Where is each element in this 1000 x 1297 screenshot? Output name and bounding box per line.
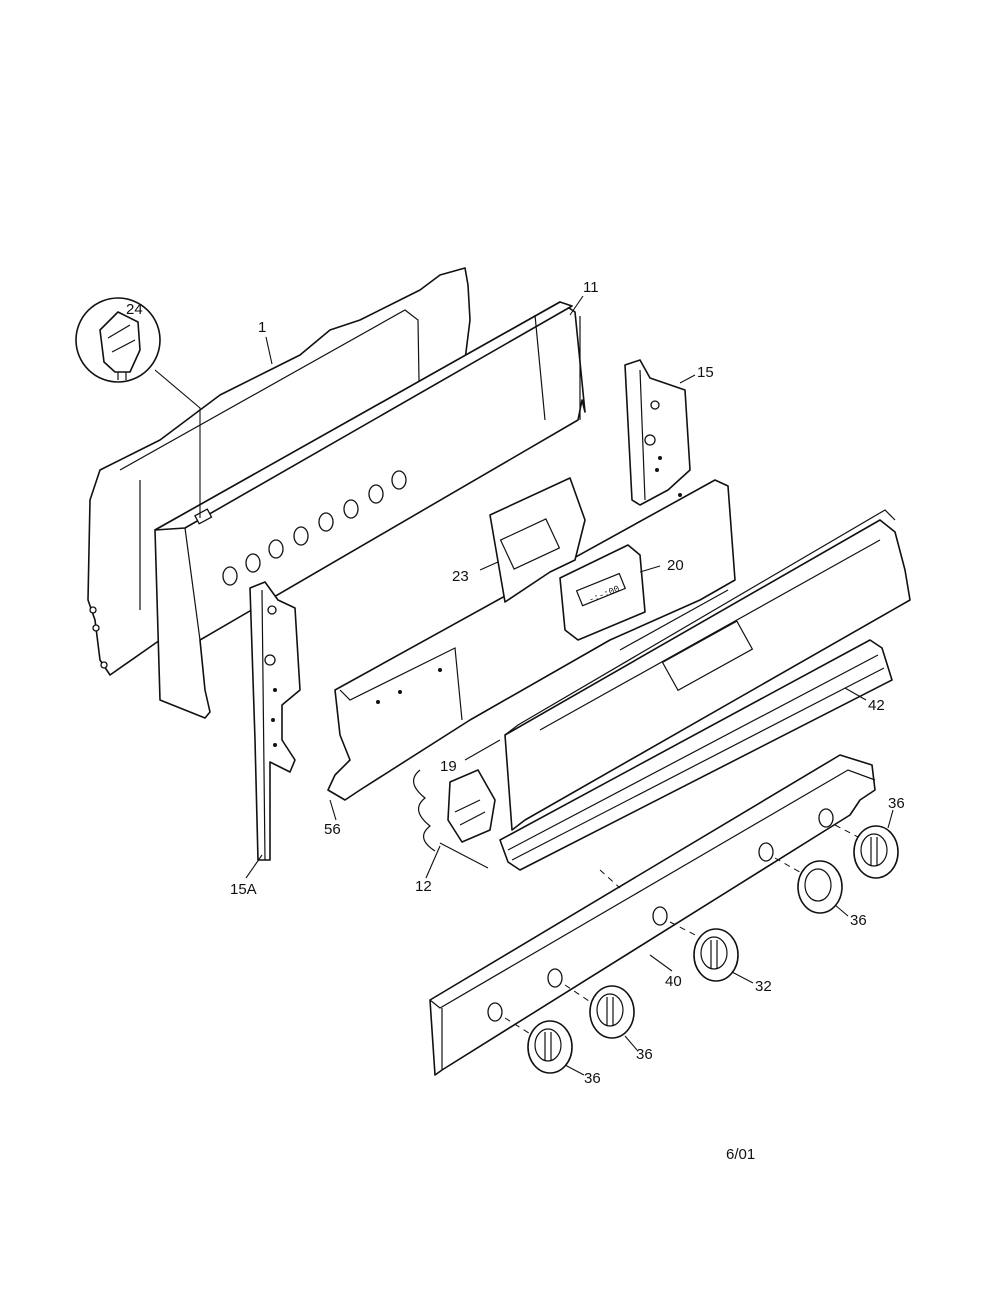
bracket-part-15A bbox=[249, 581, 301, 861]
callout-15A: 15A bbox=[230, 881, 257, 898]
callout-labels: 1 11 24 15 23 20 42 19 56 15A 12 36 36 3… bbox=[126, 279, 905, 1087]
callout-15: 15 bbox=[697, 364, 714, 381]
manifold-panel-part-40 bbox=[429, 754, 876, 1076]
callout-32: 32 bbox=[755, 978, 772, 995]
callout-24: 24 bbox=[126, 301, 143, 318]
callout-40: 40 bbox=[665, 973, 682, 990]
control-panel-part-19 bbox=[504, 509, 911, 831]
callout-36-right-top: 36 bbox=[888, 795, 905, 812]
revision-date: 6/01 bbox=[726, 1146, 755, 1163]
bracket-part-15 bbox=[624, 359, 691, 506]
callout-1: 1 bbox=[258, 319, 266, 336]
leader-lines bbox=[245, 295, 894, 1076]
callout-23: 23 bbox=[452, 568, 469, 585]
callout-19: 19 bbox=[440, 758, 457, 775]
callout-36-bottom: 36 bbox=[584, 1070, 601, 1087]
thermostat-part-12 bbox=[413, 769, 496, 869]
callout-42: 42 bbox=[868, 697, 885, 714]
switch-detail-part-24 bbox=[75, 297, 201, 518]
knob-part-32 bbox=[693, 928, 739, 982]
callout-11: 11 bbox=[583, 279, 599, 296]
knob-part-36-bottom bbox=[527, 1020, 573, 1074]
callout-36-center: 36 bbox=[636, 1046, 653, 1063]
knob-part-36-right-middle bbox=[797, 860, 843, 914]
backguard-frame-part-11 bbox=[154, 301, 586, 719]
trim-strip-part-42 bbox=[499, 639, 893, 871]
display-bracket-part-23 bbox=[489, 477, 586, 603]
knob-part-36-center bbox=[589, 985, 635, 1039]
knob-part-36-right-top bbox=[853, 825, 899, 879]
callout-36-right-middle: 36 bbox=[850, 912, 867, 929]
callout-20: 20 bbox=[667, 557, 684, 574]
clock-display-part-20: -:-:00 bbox=[559, 544, 646, 641]
callout-56: 56 bbox=[324, 821, 341, 838]
callout-12: 12 bbox=[415, 878, 432, 895]
